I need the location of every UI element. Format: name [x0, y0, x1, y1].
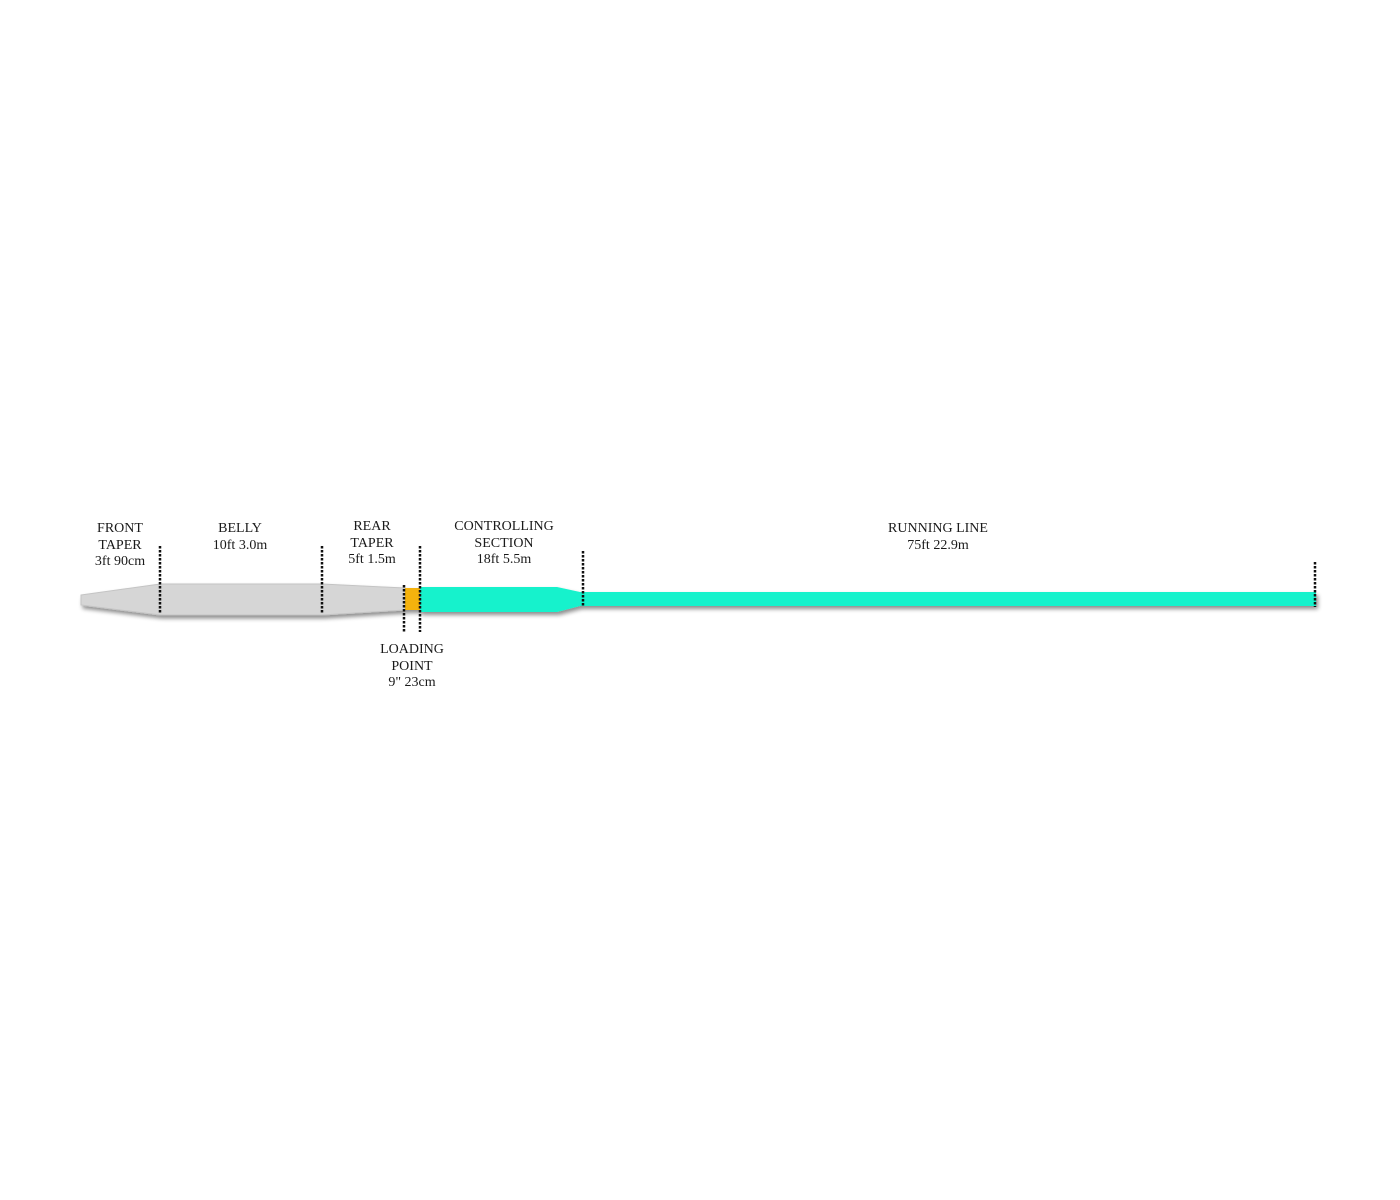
controlling-section-shape [420, 587, 1316, 612]
front-taper-label: FRONT TAPER 3ft 90cm [95, 521, 145, 571]
controlling-section-length: 18ft 5.5m [476, 552, 532, 567]
controlling-section-name-line1: CONTROLLING [454, 519, 554, 534]
loading-point-label: LOADING POINT 9" 23cm [380, 642, 444, 692]
controlling-section-label: CONTROLLING SECTION 18ft 5.5m [454, 519, 554, 569]
front-taper-name-line1: FRONT [97, 521, 143, 536]
running-line-label: RUNNING LINE 75ft 22.9m [888, 521, 988, 554]
rear-taper-name-line1: REAR [353, 519, 391, 534]
controlling-section-name-line2: SECTION [474, 535, 534, 551]
belly-label: BELLY 10ft 3.0m [213, 521, 267, 554]
running-line-length: 75ft 22.9m [907, 537, 969, 553]
belly-length: 10ft 3.0m [212, 537, 268, 553]
rear-taper-name-line2: TAPER [350, 535, 394, 551]
head-section-shape [80, 583, 406, 616]
loading-point-length: 9" 23cm [388, 675, 436, 690]
belly-name: BELLY [218, 521, 262, 536]
running-line-name: RUNNING LINE [888, 521, 988, 536]
rear-taper-label: REAR TAPER 5ft 1.5m [348, 519, 395, 569]
loading-point-name-line2: POINT [391, 658, 433, 674]
front-taper-name-line2: TAPER [98, 537, 142, 553]
loading-point-shape [405, 588, 420, 610]
loading-point-name-line1: LOADING [380, 642, 444, 657]
front-taper-length: 3ft 90cm [94, 554, 146, 569]
rear-taper-length: 5ft 1.5m [348, 552, 396, 567]
line-body [80, 583, 1316, 616]
